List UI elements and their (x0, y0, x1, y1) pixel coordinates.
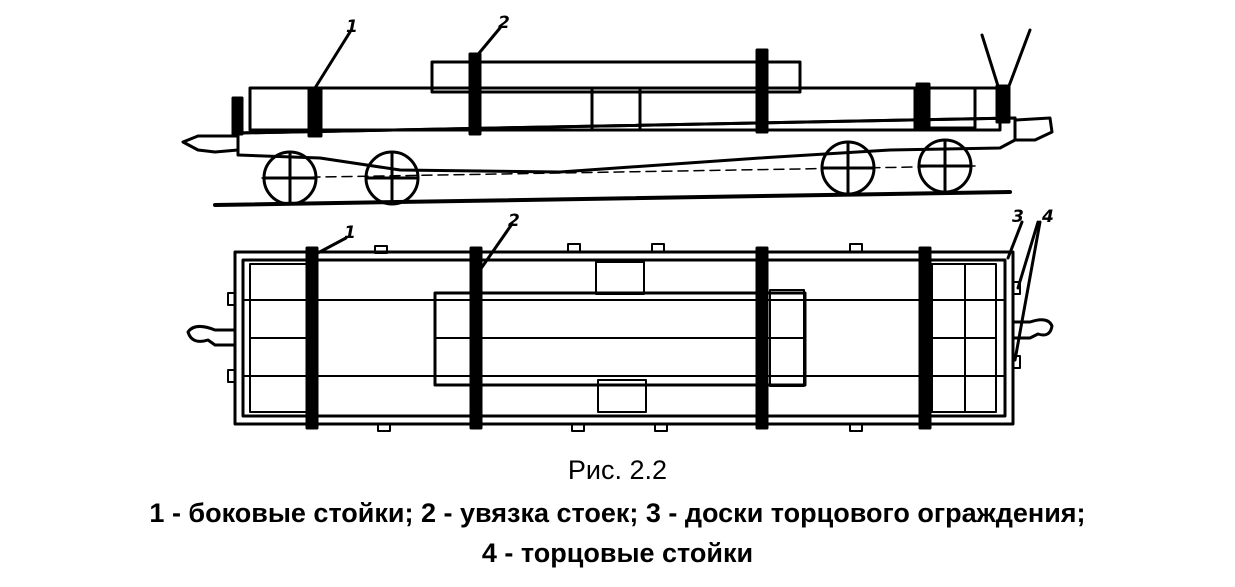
label-3-leader (1006, 220, 1024, 260)
stake-tie-cross (755, 246, 769, 430)
load-block-bottom (597, 379, 647, 413)
label-1-leader (313, 30, 352, 90)
figure-title: Рис. 2.2 (567, 455, 668, 485)
load-end-block (769, 289, 805, 387)
wheel-left-2 (364, 150, 420, 206)
stake-tie (755, 48, 769, 134)
stake-tie-cross (469, 246, 483, 430)
load-upper-layer (430, 60, 802, 94)
load-block-right (913, 86, 977, 130)
stake-pockets (227, 243, 1021, 432)
top-view-label-1: 1 (344, 223, 356, 243)
left-coupler-top (186, 325, 237, 347)
end-stake-right (995, 84, 1011, 124)
top-view-label-3: 3 (1012, 207, 1024, 227)
right-coupler (1013, 116, 1054, 142)
side-view-label-1: 1 (346, 17, 358, 37)
side-view (181, 26, 1054, 207)
railcar-loading-diagram: 1 2 1 2 3 4 (181, 13, 1054, 432)
left-coupler (181, 134, 240, 154)
wheel-right-2 (917, 138, 973, 194)
side-stake (915, 82, 931, 130)
top-view-label-2: 2 (508, 211, 520, 231)
platform-frame (236, 116, 1017, 174)
rail-line (213, 190, 1012, 207)
top-view-label-4: 4 (1041, 207, 1054, 227)
side-stake-cross (918, 246, 932, 430)
load-lower-layer (248, 86, 1002, 132)
right-coupler-top (1011, 318, 1054, 340)
figure-legend-line-2: 4 - торцовые стойки (481, 538, 754, 568)
end-stake-left (231, 96, 244, 136)
platform-outline-inner (241, 258, 1007, 418)
label-2-leader-top (478, 222, 514, 272)
load-block-center (590, 86, 642, 132)
label-4-leader (1016, 220, 1040, 290)
top-view (186, 220, 1054, 432)
label-1-leader-top (314, 236, 348, 256)
end-stake-pointer (1007, 28, 1032, 88)
end-wall-right (931, 263, 997, 413)
end-stake-pointer (980, 33, 1000, 88)
label-4-leader (1013, 220, 1042, 362)
axle-centerline (261, 165, 976, 179)
side-stake (307, 86, 323, 138)
load-block-top (595, 261, 645, 295)
side-stake-cross (305, 246, 319, 430)
figure-legend-line-1: 1 - боковые стойки; 2 - увязка стоек; 3 … (149, 498, 1086, 528)
label-2-leader (473, 26, 502, 60)
end-wall-left (249, 263, 311, 413)
stake-tie (468, 52, 482, 136)
side-view-label-2: 2 (498, 13, 510, 33)
